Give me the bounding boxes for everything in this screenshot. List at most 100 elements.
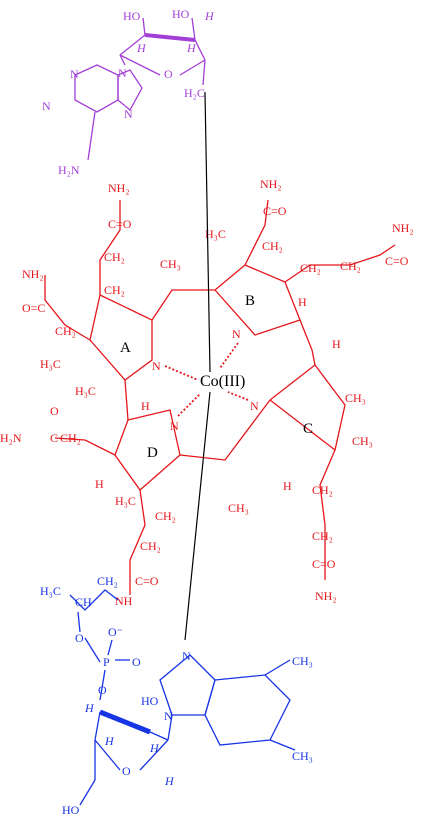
- adenosyl-h-top: H: [204, 9, 215, 23]
- label-nh2: NH₂: [108, 181, 130, 195]
- label-ch2: CH₂: [262, 239, 283, 253]
- label-o: O: [98, 683, 107, 697]
- label-o-double: O: [132, 655, 141, 669]
- coordination-arrow-a: [164, 365, 199, 381]
- ring-a-bonds: [89, 294, 153, 381]
- ring-label-c: C: [303, 421, 313, 437]
- label-o: O: [75, 631, 84, 645]
- label-ch2: CH₂: [312, 483, 333, 497]
- label-o: O: [50, 404, 59, 418]
- label-ch3: CH₃: [228, 501, 249, 515]
- label-nh: NH: [115, 594, 133, 608]
- label-ch2: CH₂: [97, 574, 118, 588]
- label-o-minus: O⁻: [108, 625, 123, 639]
- ring-label-d: D: [147, 445, 158, 461]
- ribose-n-bond: [119, 54, 126, 66]
- label-ho: HO: [141, 694, 159, 708]
- adenine-imidazole-ring: [117, 69, 143, 112]
- label-ch3: CH₃: [352, 434, 373, 448]
- label-ch2: CH₂: [340, 259, 361, 273]
- cobalt-center: Co(III): [200, 373, 245, 390]
- corrin-bonds: [44, 199, 396, 595]
- bond-ad: [124, 379, 129, 421]
- label-h: H: [283, 479, 292, 493]
- ribose-bold-bond: [144, 33, 196, 42]
- propanolamine-chain: [69, 589, 119, 611]
- benzimidazole-benzene-ring: [204, 674, 291, 746]
- ribose-bold-bond: [99, 709, 151, 735]
- label-h: H: [84, 701, 95, 715]
- label-h: H: [164, 774, 175, 788]
- label-h: H: [298, 295, 307, 309]
- label-h3c: H₃C: [205, 227, 226, 241]
- benzimidazole-imidazole-ring: [159, 654, 216, 716]
- chain-a-top: [99, 200, 121, 295]
- label-nh2: NH₂: [392, 221, 414, 235]
- label-ch3: CH₃: [292, 654, 313, 668]
- bridge-ab: [151, 289, 215, 321]
- label-co: C=O: [263, 204, 287, 218]
- ribose-bond: [94, 711, 101, 741]
- adenine-n7: N: [124, 107, 133, 121]
- phosphate-ominus-bond: [107, 639, 113, 656]
- adenine-n3: N: [42, 99, 51, 113]
- adenine-n1: N: [70, 67, 79, 81]
- label-co: C=O: [312, 557, 336, 571]
- nucleotide-bonds: [69, 589, 296, 806]
- label-h: H: [332, 337, 341, 351]
- chain-d-left: [54, 437, 116, 456]
- label-ch2: CH₂: [140, 539, 161, 553]
- label-h: H: [141, 399, 150, 413]
- label-n: N: [250, 399, 259, 413]
- adenosyl-ring-o: O: [164, 67, 173, 81]
- label-ch: CH: [75, 595, 92, 609]
- label-co: C=O: [108, 217, 132, 231]
- label-n: N: [182, 649, 191, 663]
- label-n: N: [164, 709, 173, 723]
- label-co: C=O: [135, 574, 159, 588]
- phosphate-o-bond: [84, 637, 101, 663]
- phosphate-o-bond: [77, 611, 81, 633]
- label-ch3: CH₃: [292, 749, 313, 763]
- label-c: C: [50, 431, 58, 445]
- ribose-oh-bond: [191, 17, 196, 41]
- adenosyl-h-left: H: [136, 41, 147, 55]
- axial-bond-adenosyl: [204, 91, 211, 373]
- adenine-pyrimidine-ring: [74, 64, 119, 113]
- adenosyl-ch2: H₂C: [184, 86, 205, 100]
- ring-c-bonds: [269, 364, 346, 452]
- methyl-bond: [269, 739, 296, 751]
- ribose-ch2oh-bond: [79, 779, 96, 806]
- coordination-arrow-c: [227, 391, 249, 401]
- methyl-bond: [264, 659, 291, 676]
- label-h: H: [149, 741, 160, 755]
- adenosyl-labels: HO HO H H H O H₂C N N N N H₂N: [42, 7, 215, 177]
- label-co: C=O: [385, 254, 409, 268]
- ribose-ch2-bond: [202, 59, 206, 86]
- label-h2n: H₂N: [0, 431, 22, 445]
- ribose-bond: [119, 54, 161, 76]
- ring-label-a: A: [120, 340, 131, 356]
- label-ch2: CH₂: [60, 431, 81, 445]
- adenine-nh2-bond: [87, 111, 96, 161]
- label-oc: O=C: [22, 301, 45, 315]
- label-ring-o: O: [122, 764, 131, 778]
- label-h: H: [95, 477, 104, 491]
- chain-a-left: [44, 275, 91, 341]
- bridge-bc: [299, 319, 316, 366]
- label-nh2: NH₂: [260, 177, 282, 191]
- label-h3c: H₃C: [40, 357, 61, 371]
- label-ch3: CH₃: [160, 257, 181, 271]
- chain-b-top: [244, 199, 269, 266]
- ribose-bond: [194, 39, 206, 61]
- adenosyl-group: [74, 17, 206, 161]
- label-ch2: CH₂: [300, 261, 321, 275]
- corrin-labels: NH₂ C=O CH₂ CH₂ NH₂ O=C CH₂ H₃C H₃C CH₃ …: [0, 177, 414, 608]
- adenosyl-h-right: H: [186, 41, 197, 55]
- label-n: N: [152, 359, 161, 373]
- chain-d-bottom: [129, 489, 146, 595]
- ribose-bond: [119, 34, 146, 56]
- chain-c-bottom: [319, 449, 336, 580]
